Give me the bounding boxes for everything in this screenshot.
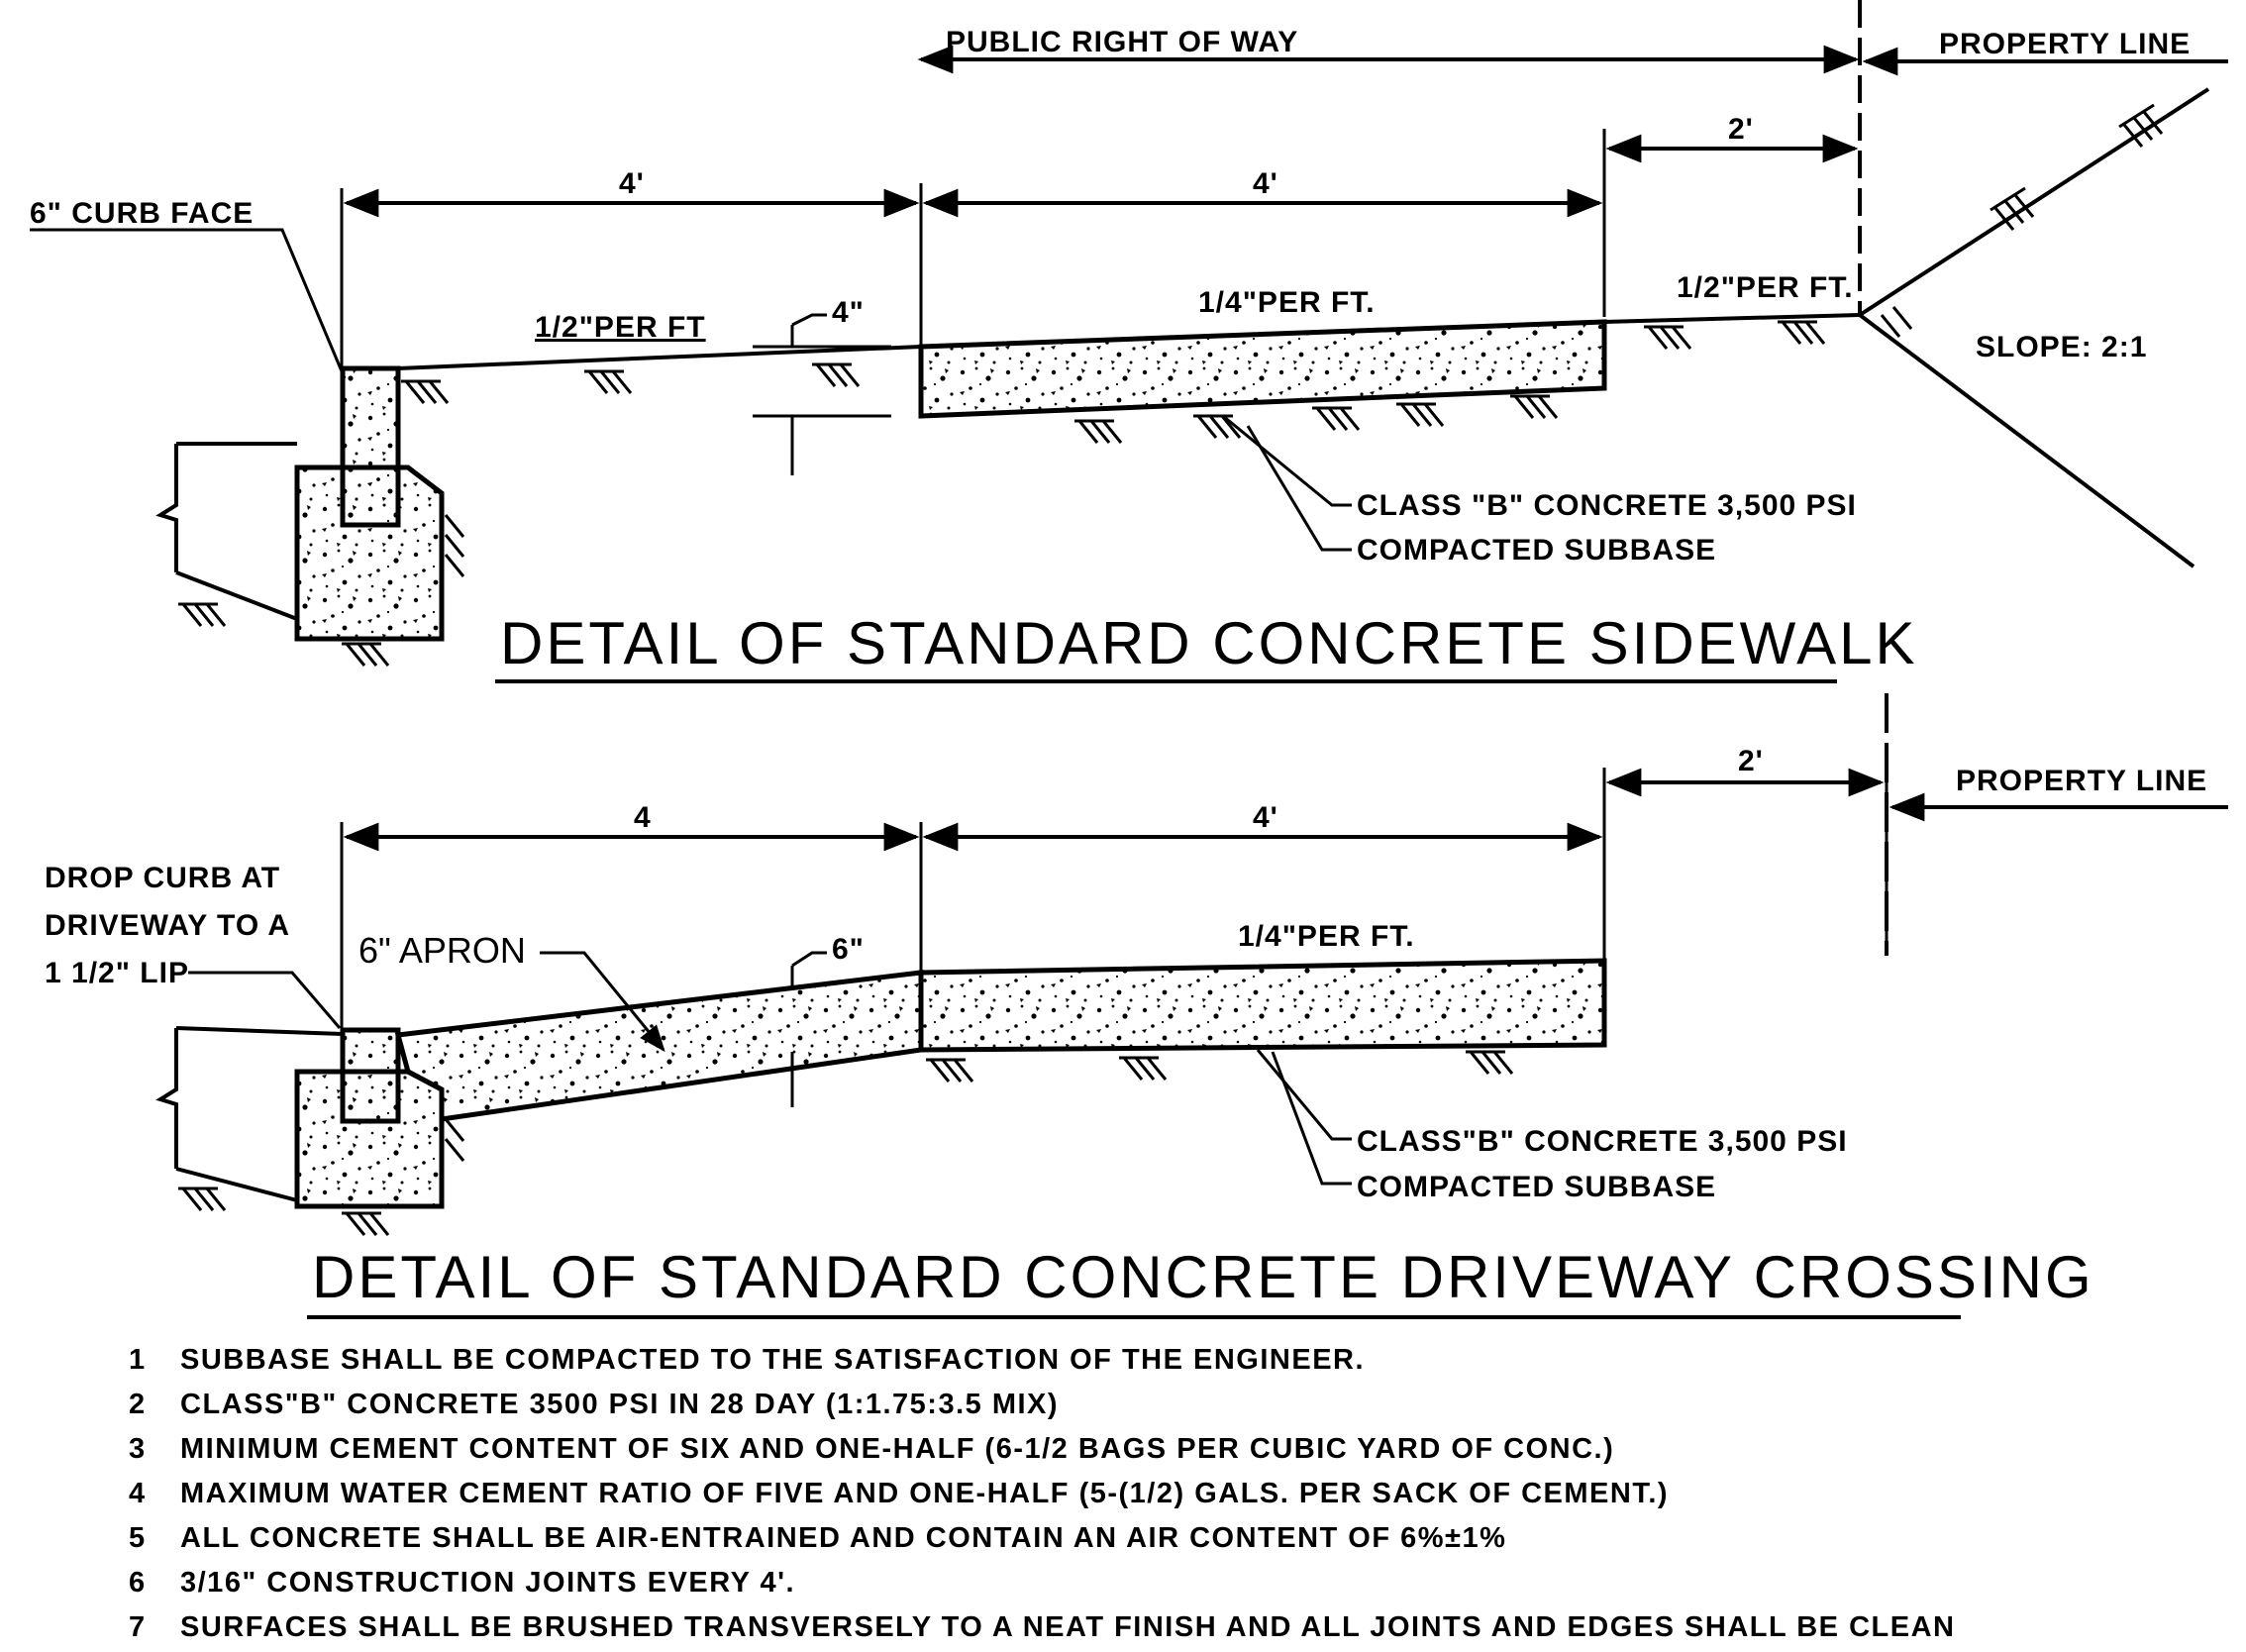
sw-bank-cut	[1858, 87, 2210, 317]
dw-curb-stem	[340, 1027, 401, 1124]
sidewalk-detail: PUBLIC RIGHT OF WAY PROPERTY LINE 4' 4' …	[30, 0, 2228, 683]
dw-drop-curb-line3: 1 1/2" LIP	[45, 957, 189, 989]
driveway-detail: PROPERTY LINE 4 4' 2' DROP CURB AT DRIVE…	[45, 693, 2228, 1319]
dw-apron-label: 6" APRON	[358, 930, 526, 971]
dw-earth-hatching	[178, 1050, 1514, 1236]
sw-curb-stem	[340, 365, 401, 528]
sw-slope-walk-label: 1/4"PER FT.	[1198, 286, 1376, 319]
sw-curb-face-leader	[30, 228, 347, 379]
sw-bank-fill	[1858, 313, 2195, 568]
sw-title: DETAIL OF STANDARD CONCRETE SIDEWALK	[500, 610, 1918, 676]
note-text: 3/16" CONSTRUCTION JOINTS EVERY 4'.	[180, 1567, 795, 1599]
sw-concrete-label: CLASS "B" CONCRETE 3,500 PSI	[1357, 489, 1857, 522]
dw-street-top	[175, 1026, 344, 1036]
dw-subbase-label: COMPACTED SUBBASE	[1357, 1171, 1716, 1203]
dw-drop-curb-line2: DRIVEWAY TO A	[45, 909, 290, 942]
note-text: ALL CONCRETE SHALL BE AIR-ENTRAINED AND …	[180, 1522, 1506, 1554]
sw-thickness-label: 4"	[832, 296, 865, 329]
sw-dim-walk-label: 4'	[1253, 167, 1278, 200]
note-text: MAXIMUM WATER CEMENT RATIO OF FIVE AND O…	[180, 1478, 1669, 1509]
dw-slope-walk-label: 1/4"PER FT.	[1238, 920, 1415, 953]
dw-concrete-leader	[1256, 1049, 1352, 1141]
dw-dim-apron-label: 4	[634, 801, 652, 834]
sw-earth-hatching	[178, 103, 2164, 667]
sw-subbase-leader	[1246, 425, 1352, 552]
dw-dim-back-label: 2'	[1738, 745, 1764, 777]
sw-slope-back-label: 1/2"PER FT.	[1677, 271, 1854, 304]
sw-break-line	[155, 444, 178, 572]
sw-public-row-label: PUBLIC RIGHT OF WAY	[946, 26, 1298, 58]
note-number: 7	[129, 1611, 147, 1643]
dw-title: DETAIL OF STANDARD CONCRETE DRIVEWAY CRO…	[312, 1244, 2094, 1310]
dw-concrete-label: CLASS"B" CONCRETE 3,500 PSI	[1357, 1125, 1848, 1158]
note-text: CLASS"B" CONCRETE 3500 PSI IN 28 DAY (1:…	[180, 1389, 1059, 1420]
general-notes: 1 SUBBASE SHALL BE COMPACTED TO THE SATI…	[129, 1344, 1955, 1643]
dw-subbase-leader	[1271, 1051, 1352, 1186]
sw-thick-leader	[791, 313, 827, 327]
sw-dim-curb-label: 4'	[619, 167, 645, 200]
dw-apron-slab	[394, 970, 924, 1122]
sw-ground-back	[1603, 313, 1861, 324]
sw-concrete-slab	[918, 319, 1607, 419]
dw-property-line-label: PROPERTY LINE	[1956, 765, 2207, 797]
dw-drop-curb-line1: DROP CURB AT	[45, 862, 280, 894]
note-text: SURFACES SHALL BE BRUSHED TRANSVERSELY T…	[180, 1611, 1955, 1643]
note-text: MINIMUM CEMENT CONTENT OF SIX AND ONE-HA…	[180, 1433, 1614, 1465]
sw-slope-bank-label: SLOPE: 2:1	[1976, 331, 2147, 363]
note-number: 3	[129, 1433, 147, 1465]
sw-dim-back-label: 2'	[1728, 113, 1754, 146]
sw-curb-face-label: 6" CURB FACE	[30, 197, 254, 230]
note-number: 1	[129, 1344, 147, 1376]
note-number: 2	[129, 1389, 147, 1420]
note-text: SUBBASE SHALL BE COMPACTED TO THE SATISF…	[180, 1344, 1365, 1376]
dw-thickness-label: 6"	[832, 933, 865, 966]
note-number: 5	[129, 1522, 147, 1554]
sw-subbase-label: COMPACTED SUBBASE	[1357, 534, 1716, 567]
dw-street-bottom	[175, 1167, 298, 1202]
note-number: 6	[129, 1567, 147, 1599]
sw-ground-curb-zone	[397, 345, 922, 370]
note-number: 4	[129, 1478, 147, 1509]
sw-street-bottom	[175, 570, 298, 621]
sw-property-line-label: PROPERTY LINE	[1939, 28, 2191, 60]
dw-break-line	[155, 1028, 178, 1169]
dw-concrete-slab	[918, 958, 1607, 1053]
dw-thick-leader	[791, 951, 827, 968]
dw-drop-curb-leader	[188, 971, 342, 1029]
sw-slope-curb-label: 1/2"PER FT	[535, 311, 706, 344]
dw-dim-walk-label: 4'	[1253, 801, 1278, 834]
